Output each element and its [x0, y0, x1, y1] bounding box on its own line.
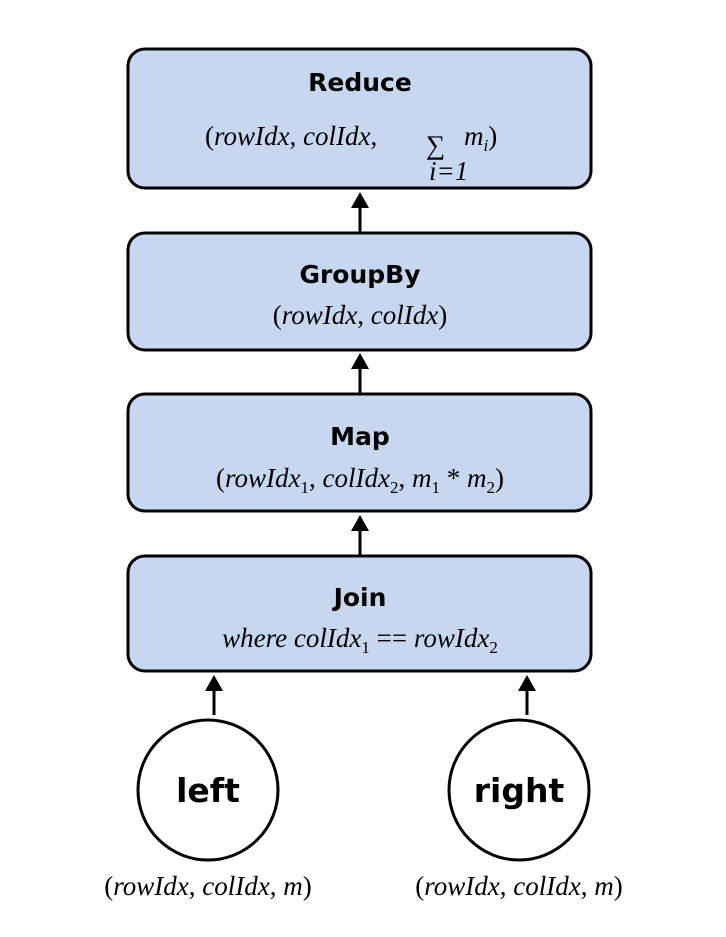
map-formula: (rowIdx1, colIdx2, m1 * m2): [216, 463, 504, 497]
map-node[interactable]: Map (rowIdx1, colIdx2, m1 * m2): [126, 392, 593, 513]
groupby-title: GroupBy: [299, 260, 420, 289]
reduce-box: [126, 47, 593, 190]
join-node[interactable]: Join where colIdx1 == rowIdx2: [126, 554, 593, 673]
arrow-groupby-to-reduce: [351, 192, 369, 233]
right-node[interactable]: right: [447, 718, 591, 862]
sum-symbol: ∑: [426, 130, 445, 160]
reduce-node[interactable]: Reduce (rowIdx, colIdx, ∑ i=1 mi): [126, 47, 593, 190]
right-label: right: [474, 771, 565, 810]
arrow-right-to-join: [518, 675, 536, 715]
arrow-left-to-join: [205, 675, 223, 715]
reduce-formula: (rowIdx, colIdx,: [205, 121, 377, 151]
groupby-formula: (rowIdx, colIdx): [273, 300, 447, 330]
groupby-box: [126, 231, 593, 352]
groupby-node[interactable]: GroupBy (rowIdx, colIdx): [126, 231, 593, 352]
left-node[interactable]: left: [136, 718, 280, 862]
sum-index: i=1: [429, 156, 468, 186]
join-box: [126, 554, 593, 673]
left-label: left: [176, 771, 240, 810]
arrow-join-to-map: [351, 515, 369, 556]
right-circle: [447, 718, 591, 862]
left-circle: [136, 718, 280, 862]
arrow-map-to-groupby: [351, 353, 369, 394]
join-formula: where colIdx1 == rowIdx2: [222, 623, 498, 657]
left-schema: (rowIdx, colIdx, m): [104, 871, 311, 901]
join-title: Join: [332, 583, 387, 612]
right-schema: (rowIdx, colIdx, m): [415, 871, 622, 901]
reduce-formula-tail: mi): [464, 121, 497, 155]
map-box: [126, 392, 593, 513]
map-title: Map: [330, 422, 390, 451]
reduce-title: Reduce: [308, 68, 412, 97]
